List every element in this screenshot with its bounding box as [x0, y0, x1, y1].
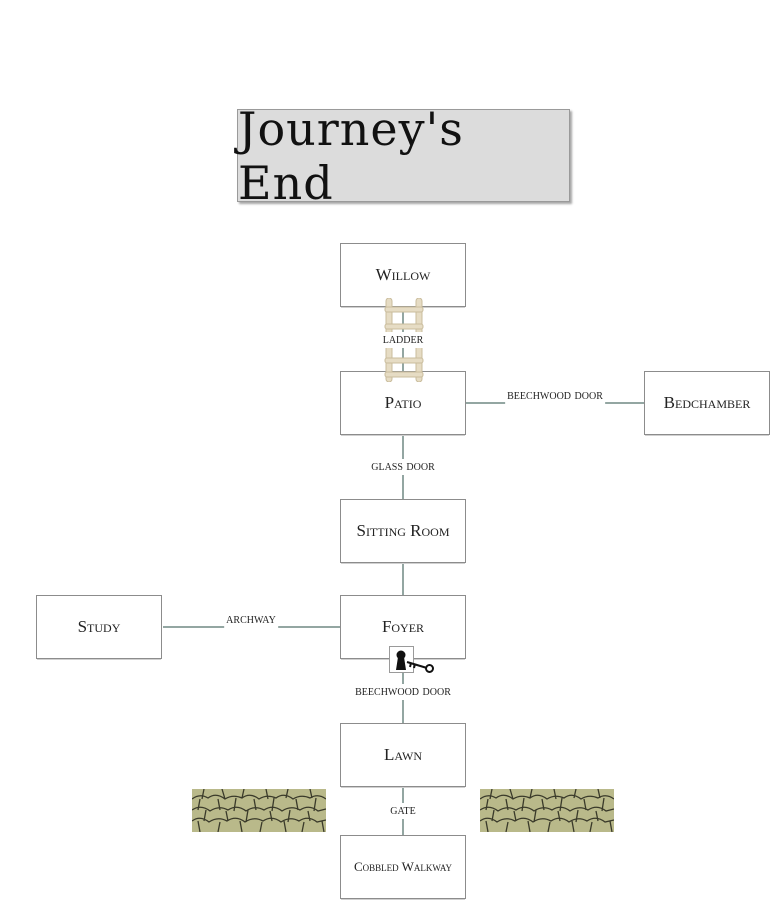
connection-label-archway: archway	[224, 612, 278, 628]
stone-wall-icon-right	[480, 789, 614, 832]
room-bedchamber[interactable]: Bedchamber	[644, 371, 770, 435]
room-label: Cobbled Walkway	[353, 859, 453, 874]
room-lawn[interactable]: Lawn	[340, 723, 466, 787]
room-sitting-room[interactable]: Sitting Room	[340, 499, 466, 563]
lock-and-key-icon	[389, 646, 434, 673]
room-label: Patio	[384, 393, 422, 412]
map-title-box: Journey's End	[237, 102, 570, 210]
connection-label-patio-bedchamber: beechwood door	[505, 388, 605, 404]
connector-sitting-room-foyer	[402, 563, 404, 595]
map-title: Journey's End	[238, 101, 464, 210]
room-willow[interactable]: Willow	[340, 243, 466, 307]
stone-wall-icon-left	[192, 789, 326, 832]
room-label: Study	[77, 617, 121, 636]
room-study[interactable]: Study	[36, 595, 162, 659]
connection-label-glass-door: glass door	[369, 459, 437, 475]
connection-label-gate: gate	[388, 803, 418, 819]
room-label: Bedchamber	[663, 393, 751, 412]
room-label: Foyer	[381, 617, 425, 636]
room-label: Lawn	[383, 745, 423, 764]
connection-label-foyer-lawn: beechwood door	[353, 684, 453, 700]
room-cobbled-walkway[interactable]: Cobbled Walkway	[340, 835, 466, 899]
connection-label-ladder: ladder	[380, 332, 426, 348]
room-label: Willow	[375, 265, 431, 284]
room-patio[interactable]: Patio	[340, 371, 466, 435]
room-label: Sitting Room	[356, 521, 450, 540]
